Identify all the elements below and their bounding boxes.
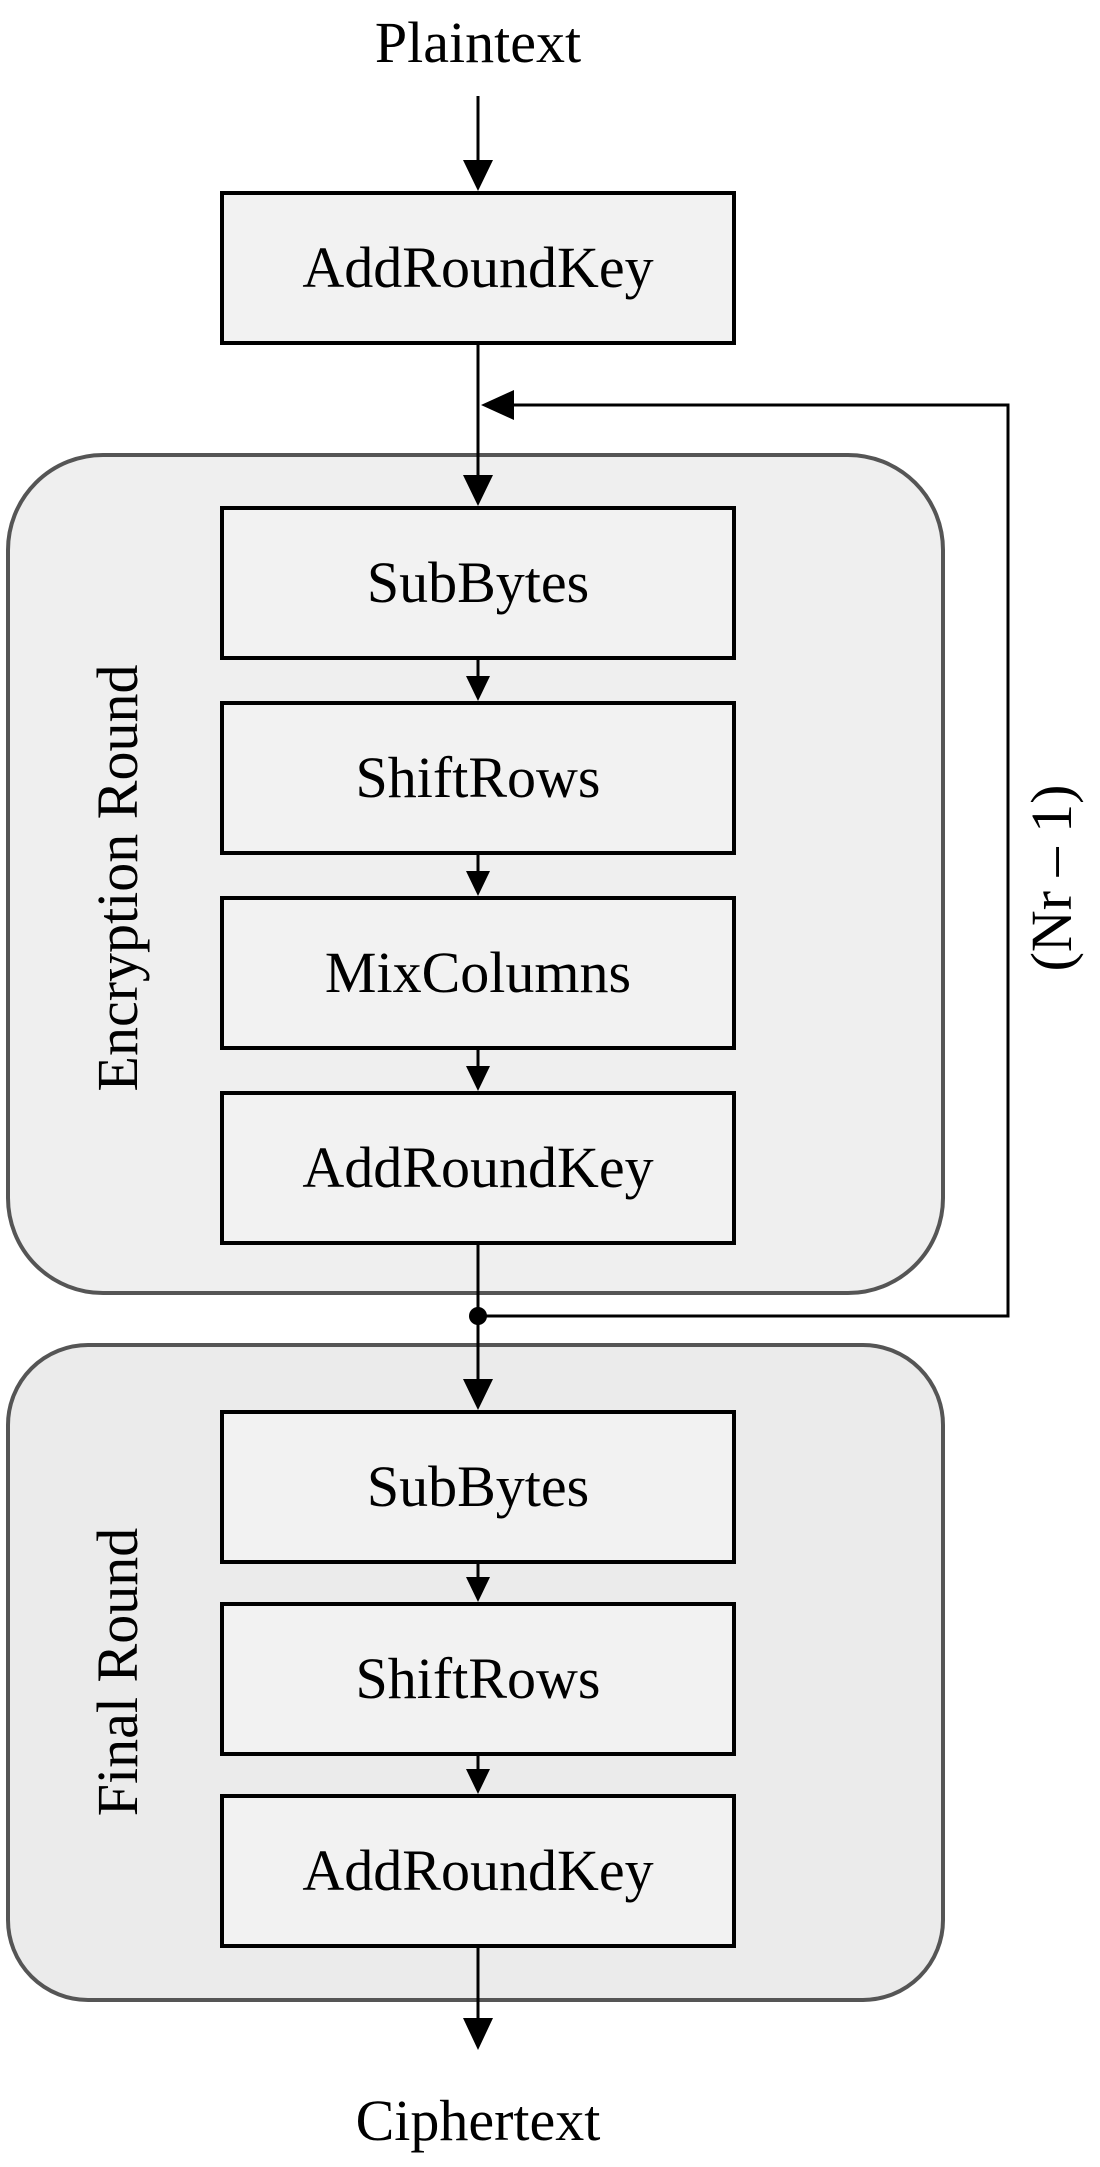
enc-mixcolumns-box	[220, 896, 736, 1050]
enc-step-shiftrows-label: ShiftRows	[355, 745, 601, 810]
initial-addroundkey-label: AddRoundKey	[302, 235, 654, 300]
loop-junction-dot	[469, 1307, 487, 1325]
final-shiftrows-box	[220, 1602, 736, 1756]
arrow-to-ciphertext	[463, 2018, 493, 2050]
final-step-subbytes-label: SubBytes	[366, 1454, 590, 1519]
enc-step-subbytes-label: SubBytes	[366, 550, 590, 615]
enc-shiftrows-box	[220, 701, 736, 855]
arrowheads	[463, 160, 514, 2050]
arrow-loop-return	[481, 390, 514, 420]
arrow-mixcolumns-to-addroundkey	[466, 1066, 490, 1091]
connector-lines	[476, 96, 1010, 2020]
plaintext-label: Plaintext	[374, 10, 582, 75]
final-addroundkey-box	[220, 1794, 736, 1948]
ciphertext-label: Ciphertext	[355, 2088, 601, 2153]
arrow-plaintext-to-addroundkey	[463, 160, 493, 191]
final-step-addroundkey-label: AddRoundKey	[302, 1838, 654, 1903]
final-subbytes-box	[220, 1410, 736, 1564]
arrow-final-shiftrows-to-addroundkey	[466, 1769, 490, 1794]
enc-addroundkey-box	[220, 1091, 736, 1245]
final-step-shiftrows-label: ShiftRows	[355, 1646, 601, 1711]
final-round-label: Final Round	[85, 1527, 150, 1817]
arrow-into-final-round	[463, 1379, 493, 1410]
arrow-into-encryption-round	[463, 475, 493, 506]
arrow-final-subbytes-to-shiftrows	[466, 1577, 490, 1602]
enc-step-mixcolumns-label: MixColumns	[324, 940, 632, 1005]
enc-subbytes-box	[220, 506, 736, 660]
loop-count-label: (Nr – 1)	[1019, 784, 1084, 972]
enc-step-addroundkey-label: AddRoundKey	[302, 1135, 654, 1200]
arrow-subbytes-to-shiftrows	[466, 676, 490, 701]
arrow-shiftrows-to-mixcolumns	[466, 871, 490, 896]
encryption-round-label: Encryption Round	[85, 664, 150, 1092]
